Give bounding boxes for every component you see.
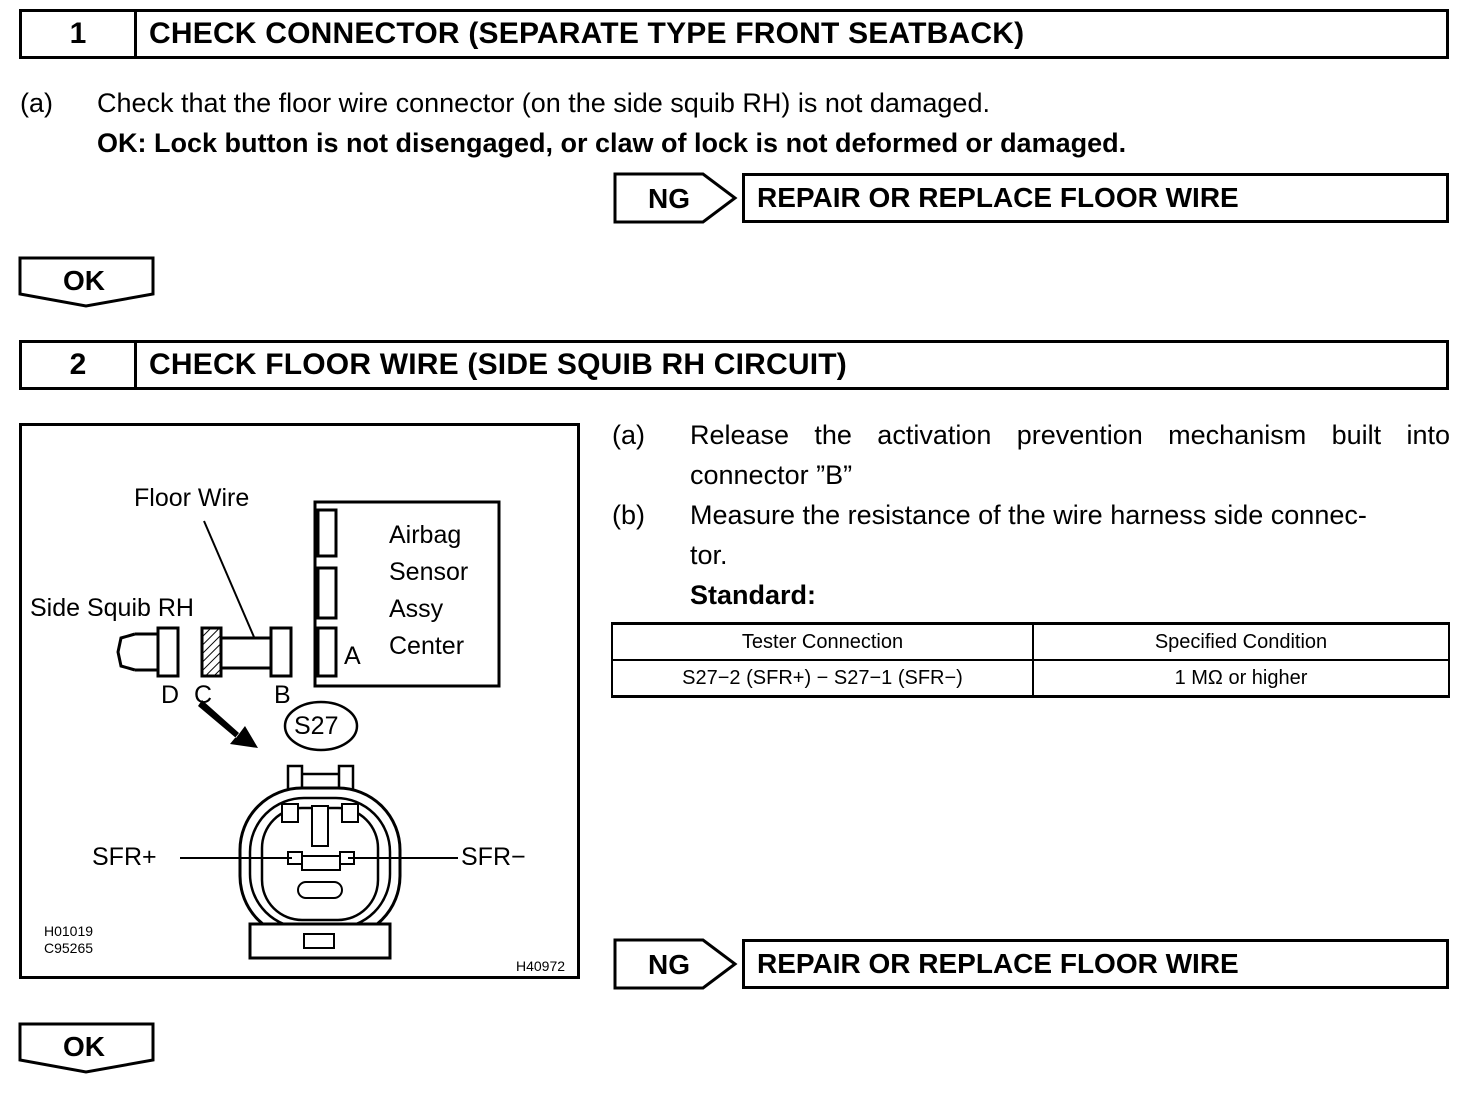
- connector-diagram: Floor Wire Side Squib RH Airbag Sensor A…: [19, 423, 580, 979]
- step2-item-b-marker: (b): [612, 500, 645, 530]
- step1-title: CHECK CONNECTOR (SEPARATE TYPE FRONT SEA…: [149, 17, 1025, 50]
- table-header-row: Tester Connection Specified Condition: [611, 622, 1450, 661]
- step2-title: CHECK FLOOR WIRE (SIDE SQUIB RH CIRCUIT): [149, 348, 847, 381]
- sfr-plus-label: SFR+: [92, 843, 157, 871]
- connector-b: [269, 626, 293, 678]
- step2-number: 2: [22, 343, 137, 387]
- direction-arrow: [198, 700, 258, 748]
- floor-wire-label: Floor Wire: [134, 484, 250, 512]
- table-header-cell: Tester Connection: [611, 622, 1034, 661]
- step2-ng-tag[interactable]: NG: [613, 938, 738, 990]
- step1-ng-tag[interactable]: NG: [613, 172, 738, 224]
- diagram-lines: [116, 500, 501, 960]
- connector-id-label: S27: [294, 712, 339, 740]
- standard-label: Standard:: [690, 580, 817, 610]
- figure-code-2: C95265: [44, 940, 94, 956]
- step2-ok-label: OK: [63, 1031, 105, 1062]
- table-row: S27−2 (SFR+) − S27−1 (SFR−) 1 MΩ or high…: [611, 659, 1450, 698]
- step1-ng-label: NG: [648, 183, 690, 214]
- floor-wire-leader: [203, 520, 258, 645]
- label-b: B: [274, 681, 291, 709]
- sensor-line3: Assy: [389, 595, 444, 623]
- sensor-line2: Sensor: [389, 558, 469, 586]
- figure-code-1: H01019: [44, 923, 94, 939]
- step2-ng-label: NG: [648, 949, 690, 980]
- label-c: C: [194, 681, 213, 709]
- step2-item-b-line2: tor.: [690, 540, 728, 570]
- step2-item-a-line1: Release the activation prevention mechan…: [690, 420, 1450, 450]
- spec-table: Tester Connection Specified Condition S2…: [611, 622, 1450, 698]
- step1-header: 1 CHECK CONNECTOR (SEPARATE TYPE FRONT S…: [19, 9, 1449, 59]
- squib-plug-end: [116, 632, 136, 672]
- sensor-line4: Center: [389, 632, 465, 660]
- sensor-slot-a: [316, 626, 338, 678]
- label-d: D: [161, 681, 180, 709]
- step1-number: 1: [22, 12, 137, 56]
- figure-code-3: H40972: [516, 958, 566, 974]
- step2-ok-tag[interactable]: OK: [18, 1022, 156, 1074]
- floor-wire-body: [219, 636, 273, 670]
- sfr-minus-label: SFR−: [461, 843, 526, 871]
- connector-d: [156, 626, 180, 678]
- step1-ok-label: OK: [63, 265, 105, 296]
- step2-item-b-line1: Measure the resistance of the wire harne…: [690, 500, 1367, 530]
- side-squib-label: Side Squib RH: [30, 594, 194, 622]
- airbag-sensor-box: [313, 500, 501, 688]
- step1-ng-action: REPAIR OR REPLACE FLOOR WIRE: [742, 173, 1449, 223]
- step2-header: 2 CHECK FLOOR WIRE (SIDE SQUIB RH CIRCUI…: [19, 340, 1449, 390]
- sensor-slot-2: [316, 566, 338, 620]
- label-a: A: [344, 642, 361, 670]
- table-cell: S27−2 (SFR+) − S27−1 (SFR−): [611, 659, 1034, 698]
- s27-ellipse: [283, 700, 359, 752]
- step1-ok-criteria: OK: Lock button is not disengaged, or cl…: [97, 128, 1127, 158]
- step2-item-a-marker: (a): [612, 420, 645, 450]
- step1-ok-tag[interactable]: OK: [18, 256, 156, 308]
- step2-item-a-line2: connector ”B”: [690, 460, 853, 490]
- table-header-cell: Specified Condition: [1032, 622, 1450, 661]
- connector-c: [200, 626, 223, 678]
- step1-item-a-text: Check that the floor wire connector (on …: [97, 88, 990, 118]
- table-cell: 1 MΩ or higher: [1032, 659, 1450, 698]
- sensor-line1: Airbag: [389, 521, 462, 549]
- step2-ng-action: REPAIR OR REPLACE FLOOR WIRE: [742, 939, 1449, 989]
- step1-item-a-marker: (a): [20, 88, 53, 118]
- sensor-slot-1: [316, 508, 338, 558]
